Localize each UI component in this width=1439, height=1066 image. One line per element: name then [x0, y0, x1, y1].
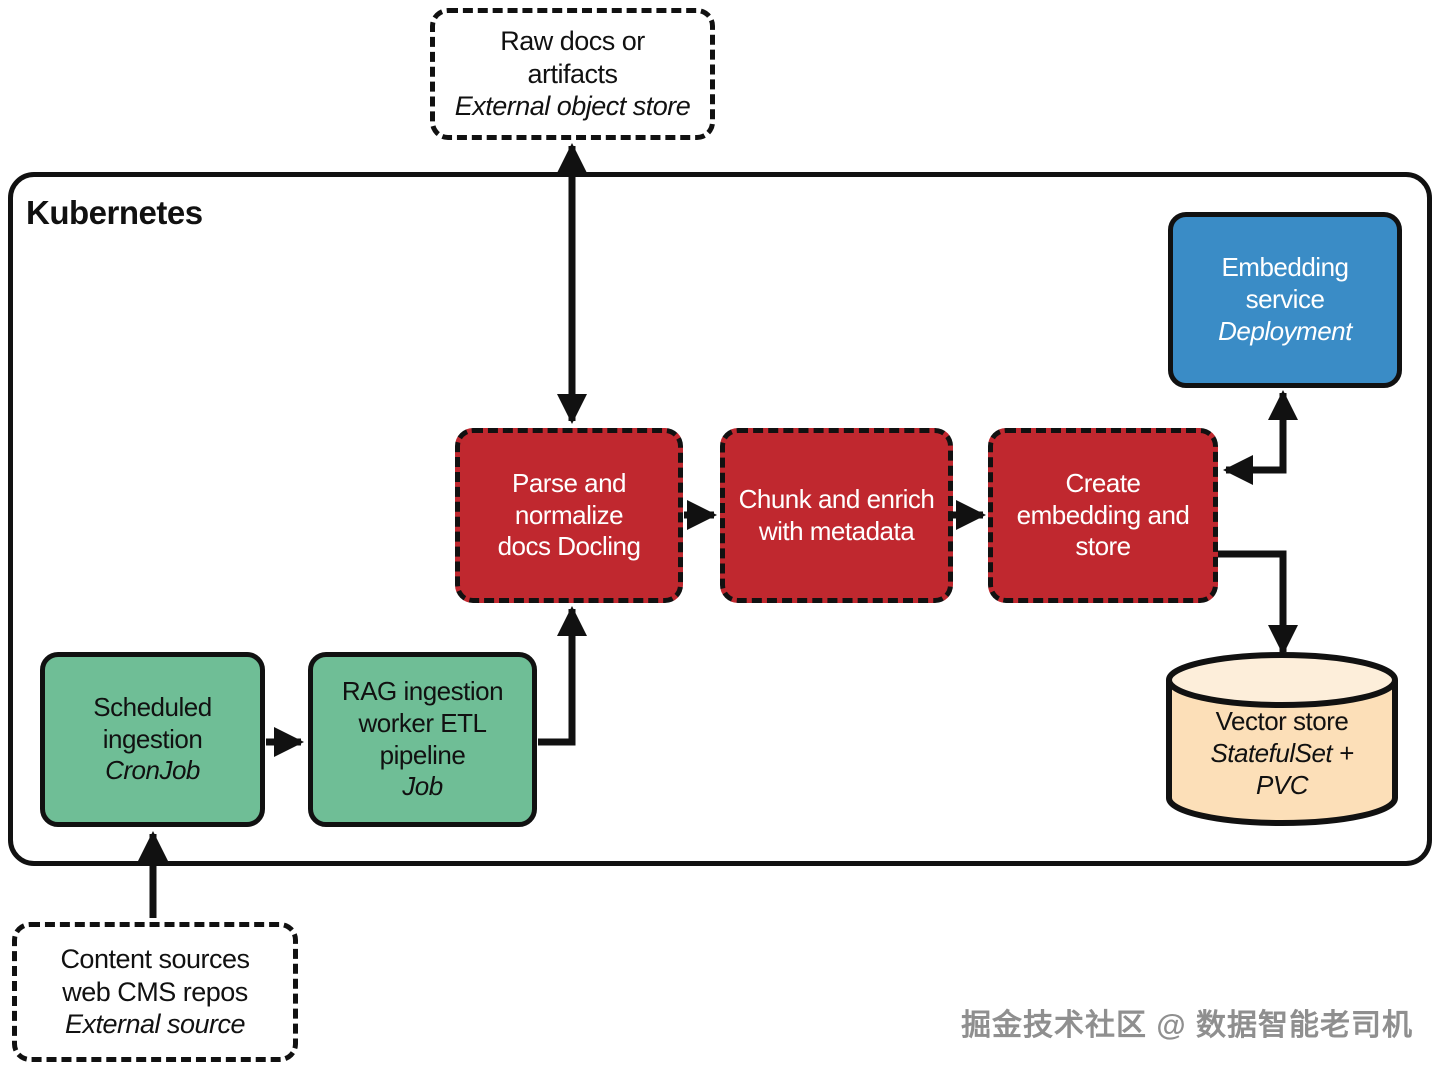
vector-store-subtitle: PVC — [1256, 769, 1308, 800]
parse-normalize-line: docs Docling — [497, 531, 641, 562]
vector-store-line: Vector store — [1215, 706, 1349, 737]
chunk-enrich-line: with metadata — [758, 515, 915, 546]
create-embedding-node: Create embedding and store — [988, 428, 1218, 603]
kubernetes-label: Kubernetes — [26, 194, 203, 231]
rag-worker-subtitle: Job — [402, 771, 443, 802]
chunk-enrich-node: Chunk and enrich with metadata — [720, 428, 953, 603]
create-embedding-line: store — [1075, 531, 1131, 562]
rag-worker-line: pipeline — [379, 739, 466, 770]
content-sources-subtitle: External source — [64, 1009, 246, 1040]
content-sources-line: web CMS repos — [62, 976, 248, 1007]
vector-store-node: Vector store StatefulSet + PVC — [1165, 650, 1399, 828]
embedding-service-node: Embedding service Deployment — [1168, 212, 1402, 388]
create-embedding-line: Create — [1065, 467, 1141, 498]
parse-normalize-node: Parse and normalize docs Docling — [455, 428, 683, 603]
rag-worker-line: worker ETL — [358, 707, 487, 738]
embedding-service-line: service — [1245, 284, 1325, 315]
scheduled-ingestion-line: Scheduled — [93, 691, 212, 722]
parse-normalize-line: normalize — [514, 499, 624, 530]
vector-store-subtitle: StatefulSet + — [1210, 738, 1354, 769]
rag-worker-node: RAG ingestion worker ETL pipeline Job — [308, 652, 537, 827]
raw-docs-line: artifacts — [527, 58, 618, 89]
raw-docs-line: Raw docs or — [500, 25, 645, 56]
rag-worker-line: RAG ingestion — [341, 676, 504, 707]
raw-docs-node: Raw docs or artifacts External object st… — [430, 8, 715, 140]
create-embedding-line: embedding and — [1016, 499, 1190, 530]
scheduled-ingestion-line: ingestion — [102, 723, 203, 754]
content-sources-line: Content sources — [60, 943, 250, 974]
embedding-service-subtitle: Deployment — [1218, 315, 1352, 346]
watermark-text: 掘金技术社区 @ 数据智能老司机 — [961, 1009, 1413, 1042]
database-cylinder-icon — [1166, 652, 1398, 826]
raw-docs-subtitle: External object store — [454, 91, 691, 122]
vector-store-label: Vector store StatefulSet + PVC — [1165, 684, 1399, 824]
scheduled-ingestion-node: Scheduled ingestion CronJob — [40, 652, 265, 827]
embedding-service-line: Embedding — [1221, 252, 1349, 283]
parse-normalize-line: Parse and — [511, 467, 627, 498]
scheduled-ingestion-subtitle: CronJob — [105, 755, 200, 786]
content-sources-node: Content sources web CMS repos External s… — [12, 922, 298, 1062]
chunk-enrich-line: Chunk and enrich — [738, 483, 935, 514]
